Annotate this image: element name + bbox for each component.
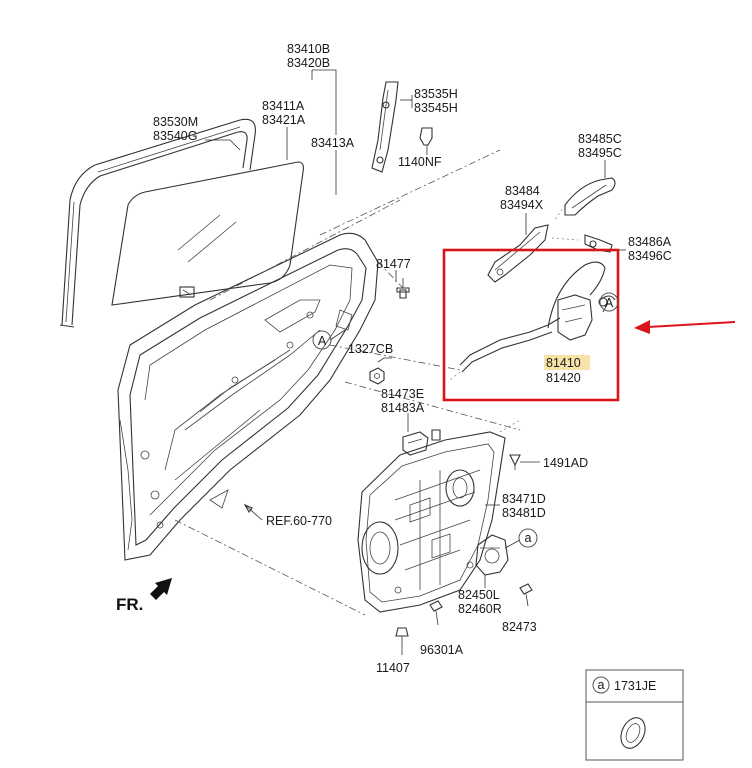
part-labels: 83530M 83540G 83410B 83420B 83411A 83421… xyxy=(153,42,672,675)
door-glass xyxy=(111,161,304,306)
label-1140nf: 1140NF xyxy=(398,155,442,169)
label-83484: 83484 xyxy=(505,184,540,198)
label-81483a: 81483A xyxy=(381,401,425,415)
label-83494x: 83494X xyxy=(500,198,544,212)
front-indicator: FR. xyxy=(116,578,172,614)
label-81410-highlight xyxy=(544,355,590,370)
center-channel xyxy=(371,81,433,173)
label-83535h: 83535H xyxy=(414,87,458,101)
callout-A-right: A xyxy=(599,292,619,312)
callout-A-left: A xyxy=(312,330,332,350)
svg-text:A: A xyxy=(318,334,327,348)
leader-lines xyxy=(205,69,626,588)
label-82450l: 82450L xyxy=(458,588,500,602)
label-82460r: 82460R xyxy=(458,602,502,616)
label-82473: 82473 xyxy=(502,620,537,634)
label-81420: 81420 xyxy=(546,371,581,385)
label-83485c: 83485C xyxy=(578,132,622,146)
window-regulator-motor xyxy=(475,534,509,576)
label-11407: 11407 xyxy=(376,661,410,675)
legend-part-label: 1731JE xyxy=(614,679,656,693)
door-frame xyxy=(117,232,379,561)
label-1327cb: 1327CB xyxy=(348,342,393,356)
label-83413a: 83413A xyxy=(311,136,355,150)
label-ref: REF.60-770 xyxy=(266,514,332,528)
outside-handle xyxy=(564,177,616,253)
label-83481d: 83481D xyxy=(502,506,546,520)
label-96301a: 96301A xyxy=(420,643,464,657)
grommet-icon xyxy=(620,717,646,749)
stud-81477 xyxy=(396,278,410,299)
callout-a: a xyxy=(518,528,538,548)
label-83530m: 83530M xyxy=(153,115,198,129)
label-83545h: 83545H xyxy=(414,101,458,115)
label-83495c: 83495C xyxy=(578,146,622,160)
front-label: FR. xyxy=(116,595,143,614)
label-81477: 81477 xyxy=(376,257,411,271)
screws xyxy=(395,454,533,655)
assembly-lines xyxy=(174,149,579,616)
label-83496c: 83496C xyxy=(628,249,672,263)
label-83471d: 83471D xyxy=(502,492,546,506)
front-arrow-icon xyxy=(150,578,172,600)
door-check xyxy=(402,429,441,456)
label-83540g: 83540G xyxy=(153,129,197,143)
svg-text:a: a xyxy=(525,531,532,545)
label-83486a: 83486A xyxy=(628,235,672,249)
door-module-panel xyxy=(357,431,506,613)
highlight-box xyxy=(442,248,620,402)
label-1491ad: 1491AD xyxy=(543,456,588,470)
glass-run-channel xyxy=(59,118,256,328)
nut-1327cb xyxy=(369,367,385,385)
svg-text:A: A xyxy=(605,296,614,310)
handle-bracket xyxy=(487,224,549,283)
door-latch-assembly xyxy=(459,261,616,373)
label-83420b: 83420B xyxy=(287,56,330,70)
label-81410: 81410 xyxy=(546,356,581,370)
pointer-arrow xyxy=(634,320,736,334)
legend-box: a 1731JE xyxy=(585,669,684,761)
label-83421a: 83421A xyxy=(262,113,306,127)
svg-text:a: a xyxy=(598,678,605,692)
label-83410b: 83410B xyxy=(287,42,330,56)
label-83411a: 83411A xyxy=(262,99,305,113)
label-81473e: 81473E xyxy=(381,387,424,401)
